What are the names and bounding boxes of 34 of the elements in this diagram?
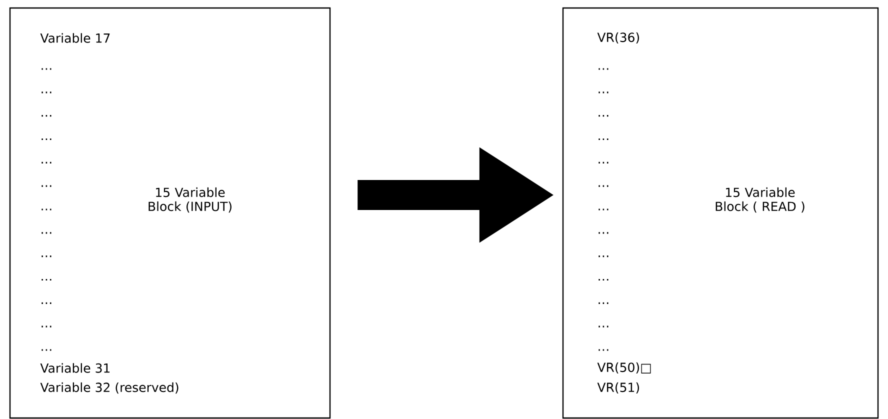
list-item: … (42, 92, 52, 94)
list-item: … (42, 138, 52, 140)
list-item: … (42, 232, 52, 234)
list-item: … (42, 208, 52, 210)
list-item: … (42, 326, 52, 328)
list-item: … (42, 162, 52, 164)
list-item: … (598, 92, 608, 94)
list-item: … (598, 232, 608, 234)
list-item: … (42, 278, 52, 281)
list-item: … (42, 115, 52, 117)
list-item: … (598, 115, 608, 117)
list-item: … (598, 326, 608, 328)
list-item: … (598, 256, 608, 258)
list-item: … (598, 302, 608, 304)
list-item: … (598, 349, 608, 351)
list-item: … (42, 185, 52, 187)
list-item: … (42, 68, 52, 70)
list-item: VR(51) (597, 382, 640, 394)
list-item: … (598, 185, 608, 187)
block-title: 15 Variable Block (INPUT) (148, 187, 232, 213)
list-item: Variable 32 (reserved) (40, 382, 178, 394)
list-item: … (42, 349, 52, 351)
list-item: Variable 17 (40, 33, 110, 43)
list-item: Variable 31 (40, 363, 110, 373)
list-item: … (598, 162, 608, 164)
list-item: … (42, 256, 52, 258)
list-item: … (598, 138, 608, 140)
list-item: … (598, 278, 608, 281)
list-item: … (598, 68, 608, 70)
block-title: 15 Variable Block ( READ ) (716, 187, 804, 213)
list-item: VR(36) (597, 32, 640, 44)
list-item: … (598, 208, 608, 210)
list-item: … (42, 302, 52, 304)
list-item: VR(50)□ (597, 362, 651, 374)
